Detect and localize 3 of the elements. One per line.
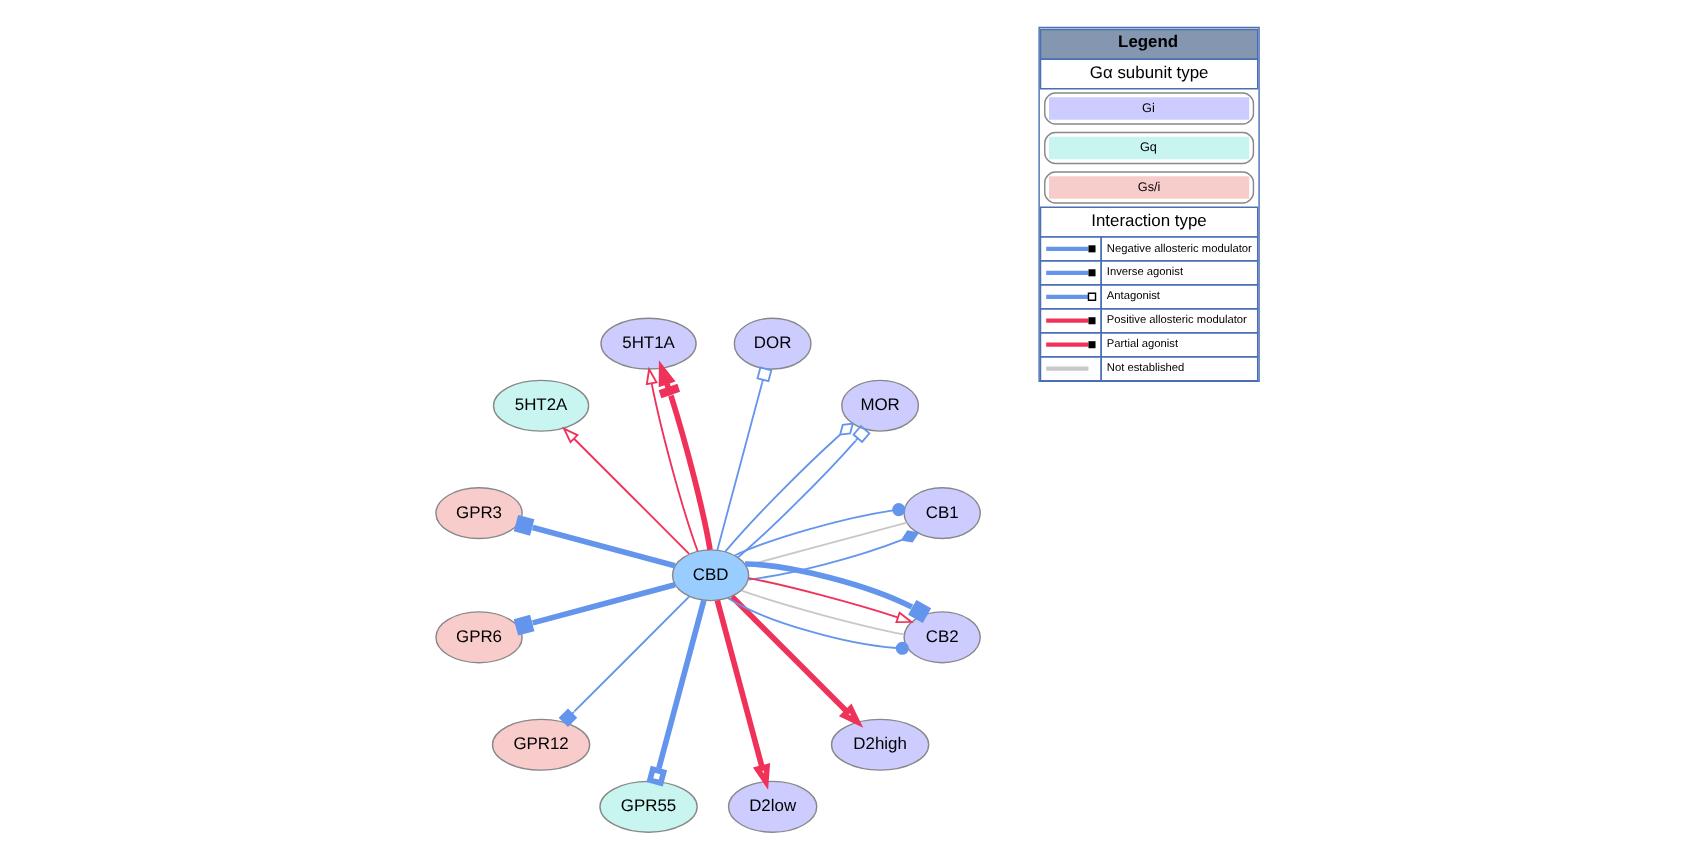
label: Gα subunit type: [1088, 62, 1208, 83]
label: Interaction type: [1090, 210, 1206, 231]
label: Legend: [1117, 31, 1178, 52]
